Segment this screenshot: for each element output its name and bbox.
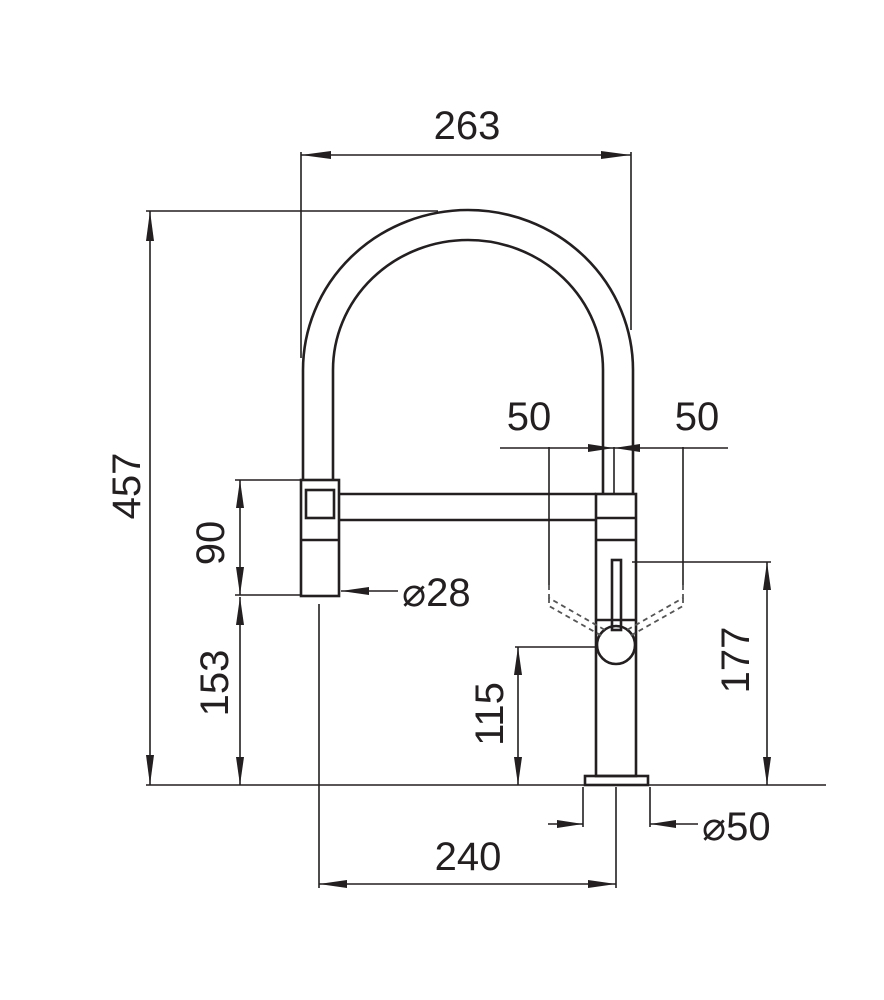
base-plate [583, 774, 650, 787]
faucet-body [299, 208, 684, 787]
dim-spout-clearance: 153 [193, 597, 244, 785]
lever-swing-range [548, 585, 684, 637]
dim-offsets: 50 50 [500, 395, 728, 585]
support-arm [338, 492, 596, 522]
dim-label-177: 177 [714, 627, 758, 694]
gooseneck-inner [331, 238, 605, 494]
dim-reach: 240 [318, 604, 617, 888]
dim-lever-pivot-height: 115 [468, 646, 596, 785]
dim-label-240: 240 [435, 835, 502, 879]
dim-label-457: 457 [105, 453, 149, 520]
dim-label-d28: ⌀28 [402, 571, 471, 615]
dim-height-total: 457 [105, 210, 826, 786]
dim-width-top: 263 [300, 104, 632, 358]
dim-label-50-right: 50 [675, 395, 720, 439]
dim-label-50-left: 50 [507, 395, 552, 439]
spray-head [299, 478, 341, 598]
dim-head-length: 90 [189, 479, 301, 596]
dim-head-diameter: ⌀28 [341, 571, 471, 615]
dim-label-153: 153 [193, 650, 237, 717]
gooseneck-outer [301, 208, 635, 494]
dim-label-90: 90 [189, 521, 233, 566]
dim-base-diameter: ⌀50 [548, 787, 771, 849]
dim-lever-height: 177 [632, 561, 771, 785]
lever [595, 558, 637, 666]
main-column [594, 492, 638, 778]
dim-label-263: 263 [434, 104, 501, 148]
dim-label-115: 115 [468, 682, 512, 746]
dim-label-d50: ⌀50 [702, 805, 771, 849]
